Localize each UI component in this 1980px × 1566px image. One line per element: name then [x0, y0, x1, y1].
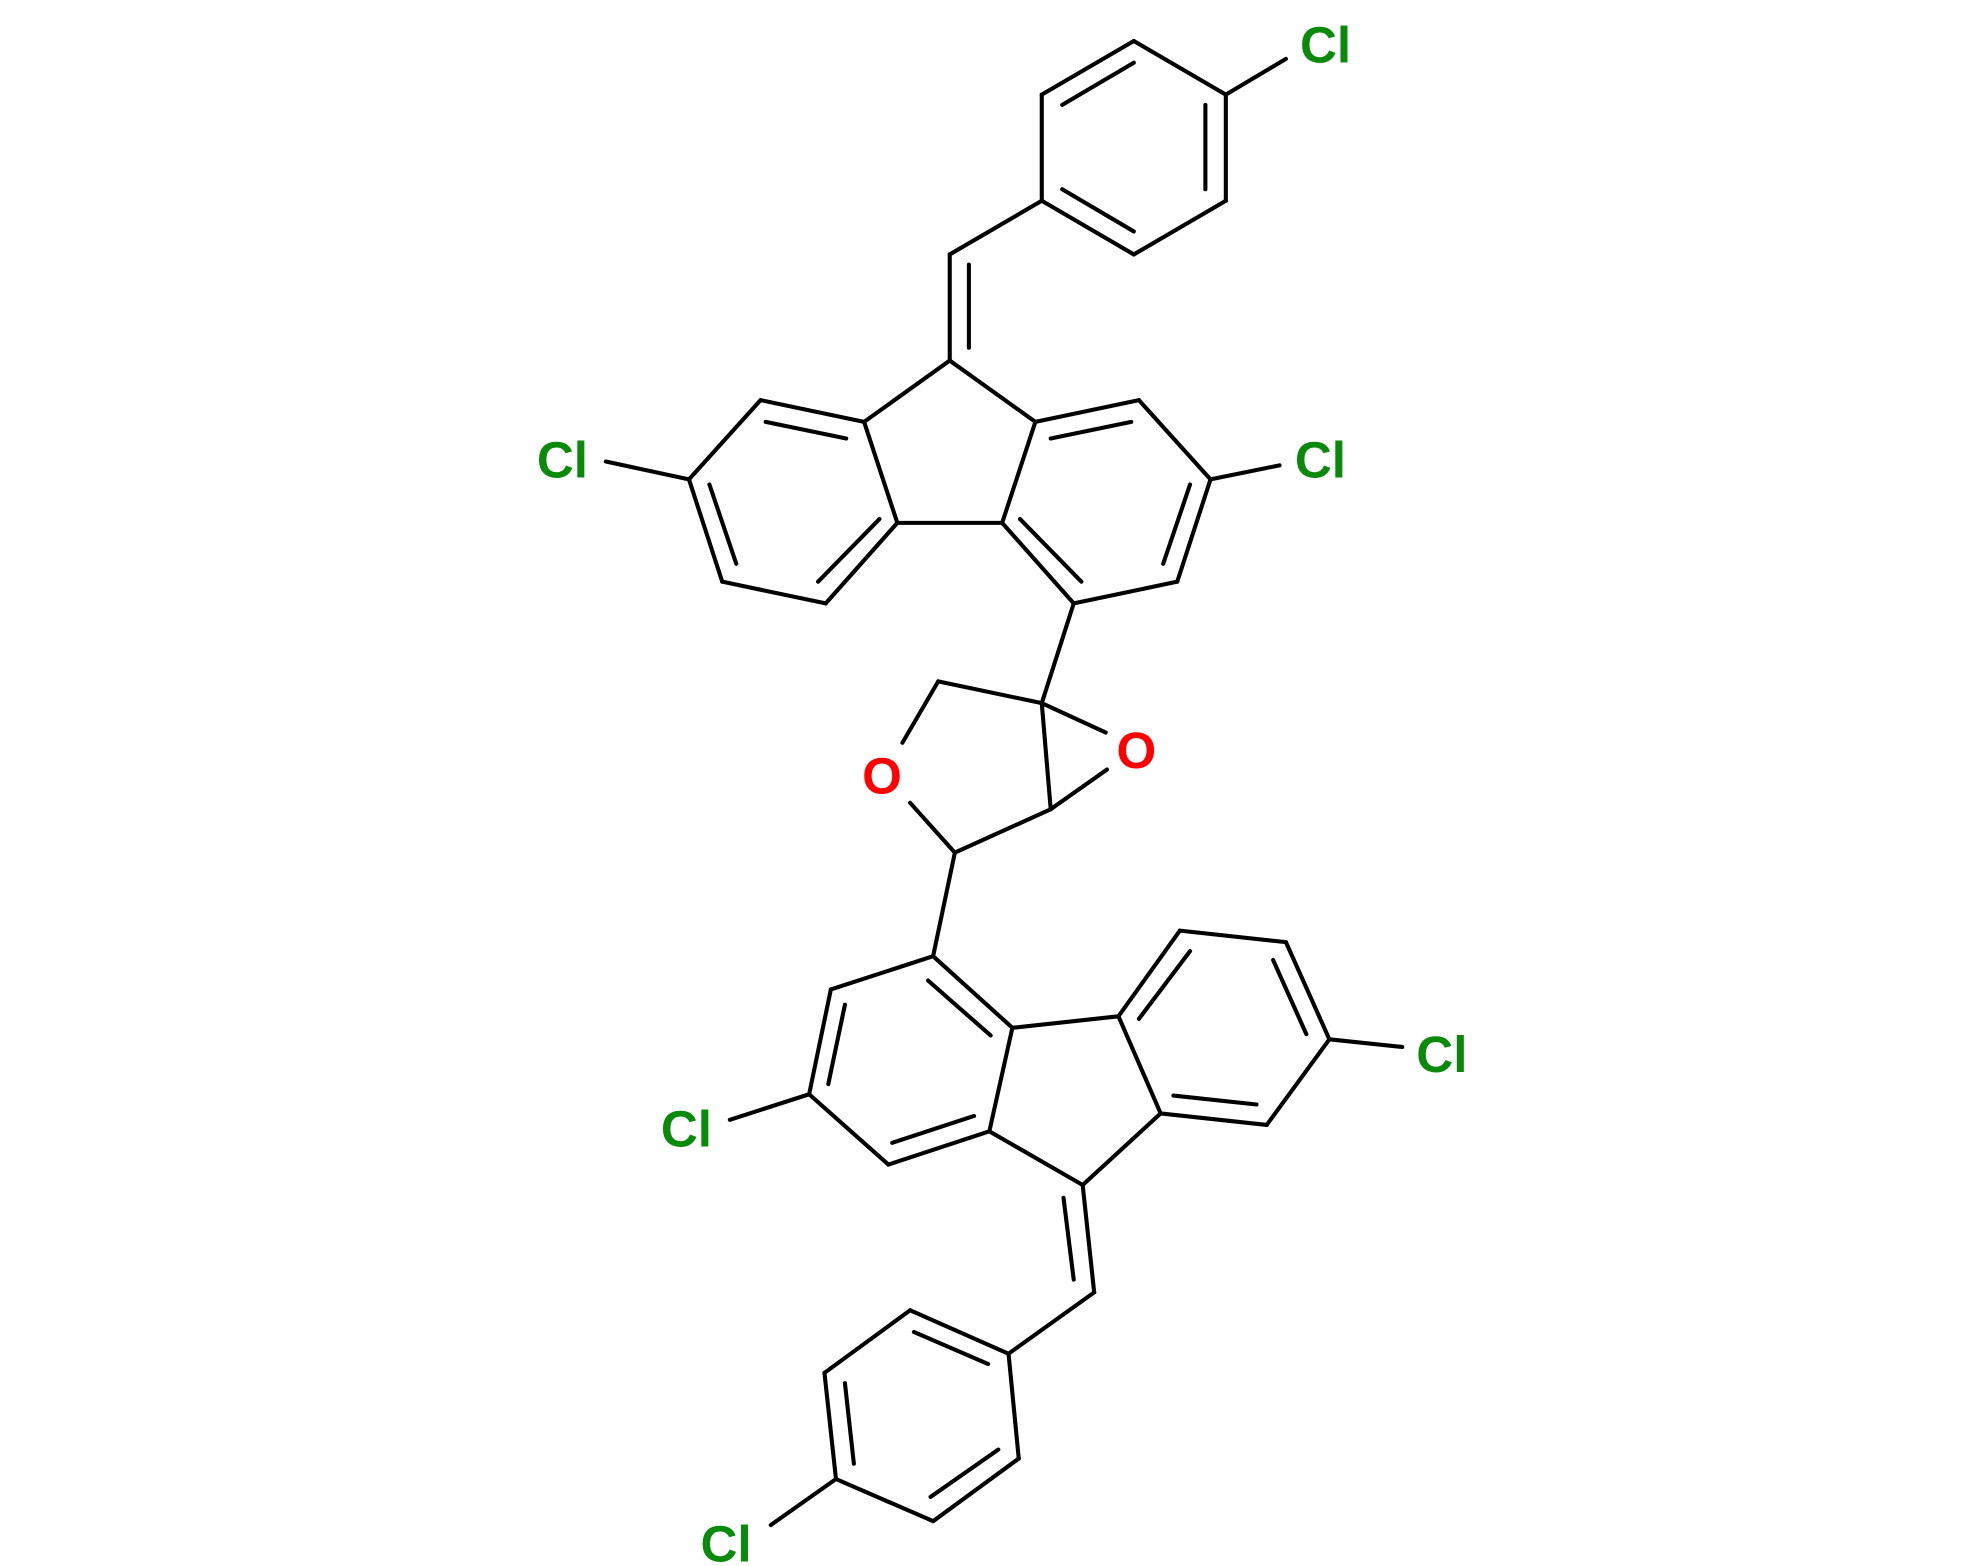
- bond-line: [862, 358, 952, 424]
- bond-line: [1060, 187, 1136, 234]
- bond-line: [1033, 398, 1141, 424]
- bond-line: [823, 520, 900, 606]
- bond-line: [1048, 419, 1134, 441]
- atom-o-ring: O: [862, 747, 902, 804]
- bond-line: [908, 800, 957, 855]
- bond-line: [1061, 1195, 1076, 1282]
- bond-line: [720, 579, 828, 606]
- bond-line: [1017, 516, 1084, 584]
- bond-line: [603, 459, 692, 482]
- bond-line: [928, 1447, 1001, 1499]
- bond-line: [707, 482, 739, 566]
- atom-cl-upper-left: Cl: [537, 432, 588, 489]
- bond-line: [758, 398, 867, 424]
- bonds: [603, 38, 1405, 1528]
- bond-line: [862, 419, 900, 525]
- bond-line: [947, 198, 1044, 257]
- bond-line: [1171, 1093, 1259, 1107]
- bond-line: [1080, 1182, 1097, 1295]
- bond-line: [931, 850, 957, 959]
- bond-line: [1158, 1111, 1269, 1127]
- bond-line: [822, 1370, 839, 1482]
- bond-line: [936, 679, 1044, 706]
- bond-line: [900, 679, 941, 745]
- bond-line: [1000, 520, 1076, 606]
- bond-line: [833, 1476, 936, 1524]
- bond-line: [1039, 701, 1108, 735]
- bond-line: [816, 516, 882, 584]
- bond-line: [822, 1308, 913, 1375]
- bond-line: [931, 954, 1015, 1030]
- bond-line: [952, 807, 1053, 855]
- bond-line: [686, 398, 763, 482]
- bond-line: [763, 419, 849, 441]
- bond-line: [1327, 1037, 1405, 1050]
- bond-line: [1223, 56, 1288, 97]
- bond-line: [1080, 1111, 1163, 1188]
- bond-line: [807, 987, 833, 1097]
- bond-line: [826, 1002, 847, 1087]
- bond-line: [931, 1456, 1021, 1524]
- bond-line: [1116, 928, 1182, 1019]
- bond-line: [886, 1129, 992, 1167]
- bond-line: [768, 1476, 839, 1528]
- bond-line: [1010, 1014, 1121, 1030]
- bond-line: [1071, 579, 1180, 606]
- bond-line: [1039, 701, 1053, 812]
- bond-line: [842, 1381, 856, 1466]
- bond-line: [807, 1092, 891, 1167]
- bond-line: [1116, 1014, 1163, 1116]
- bond-line: [686, 477, 725, 584]
- bond-line: [987, 1025, 1015, 1134]
- bond-line: [727, 1092, 812, 1122]
- bond-line: [987, 1129, 1085, 1188]
- bond-line: [1039, 198, 1136, 257]
- bond-line: [1271, 957, 1309, 1037]
- bond-line: [1177, 928, 1288, 945]
- bond-line: [828, 954, 936, 992]
- bond-line: [1283, 940, 1332, 1042]
- atom-cl-top: Cl: [1300, 16, 1351, 73]
- bond-line: [1060, 60, 1136, 107]
- bond-line: [1006, 1351, 1021, 1461]
- bond-line: [1175, 477, 1213, 584]
- atom-o-epoxide: O: [1116, 722, 1156, 779]
- atom-cl-bottom: Cl: [700, 1516, 751, 1566]
- bond-line: [890, 1113, 977, 1145]
- bond-line: [1131, 198, 1228, 257]
- atom-cl-lower-left: Cl: [661, 1100, 712, 1157]
- bond-line: [911, 1329, 991, 1367]
- atom-cl-lower-right: Cl: [1416, 1026, 1467, 1083]
- bond-line: [947, 358, 1038, 424]
- bond-line: [1131, 38, 1228, 97]
- bond-line: [1161, 482, 1193, 566]
- bond-line: [1264, 1037, 1332, 1127]
- bond-line: [1006, 1290, 1097, 1356]
- bond-line: [1039, 38, 1136, 97]
- bond-line: [908, 1308, 1011, 1356]
- bond-line: [1048, 767, 1110, 812]
- bond-line: [1208, 463, 1282, 482]
- bond-line: [1039, 601, 1076, 706]
- atom-cl-upper-right: Cl: [1295, 432, 1346, 489]
- bond-line: [925, 978, 993, 1038]
- bond-line: [1136, 398, 1213, 482]
- bond-line: [1000, 419, 1038, 525]
- bond-line: [1136, 949, 1193, 1021]
